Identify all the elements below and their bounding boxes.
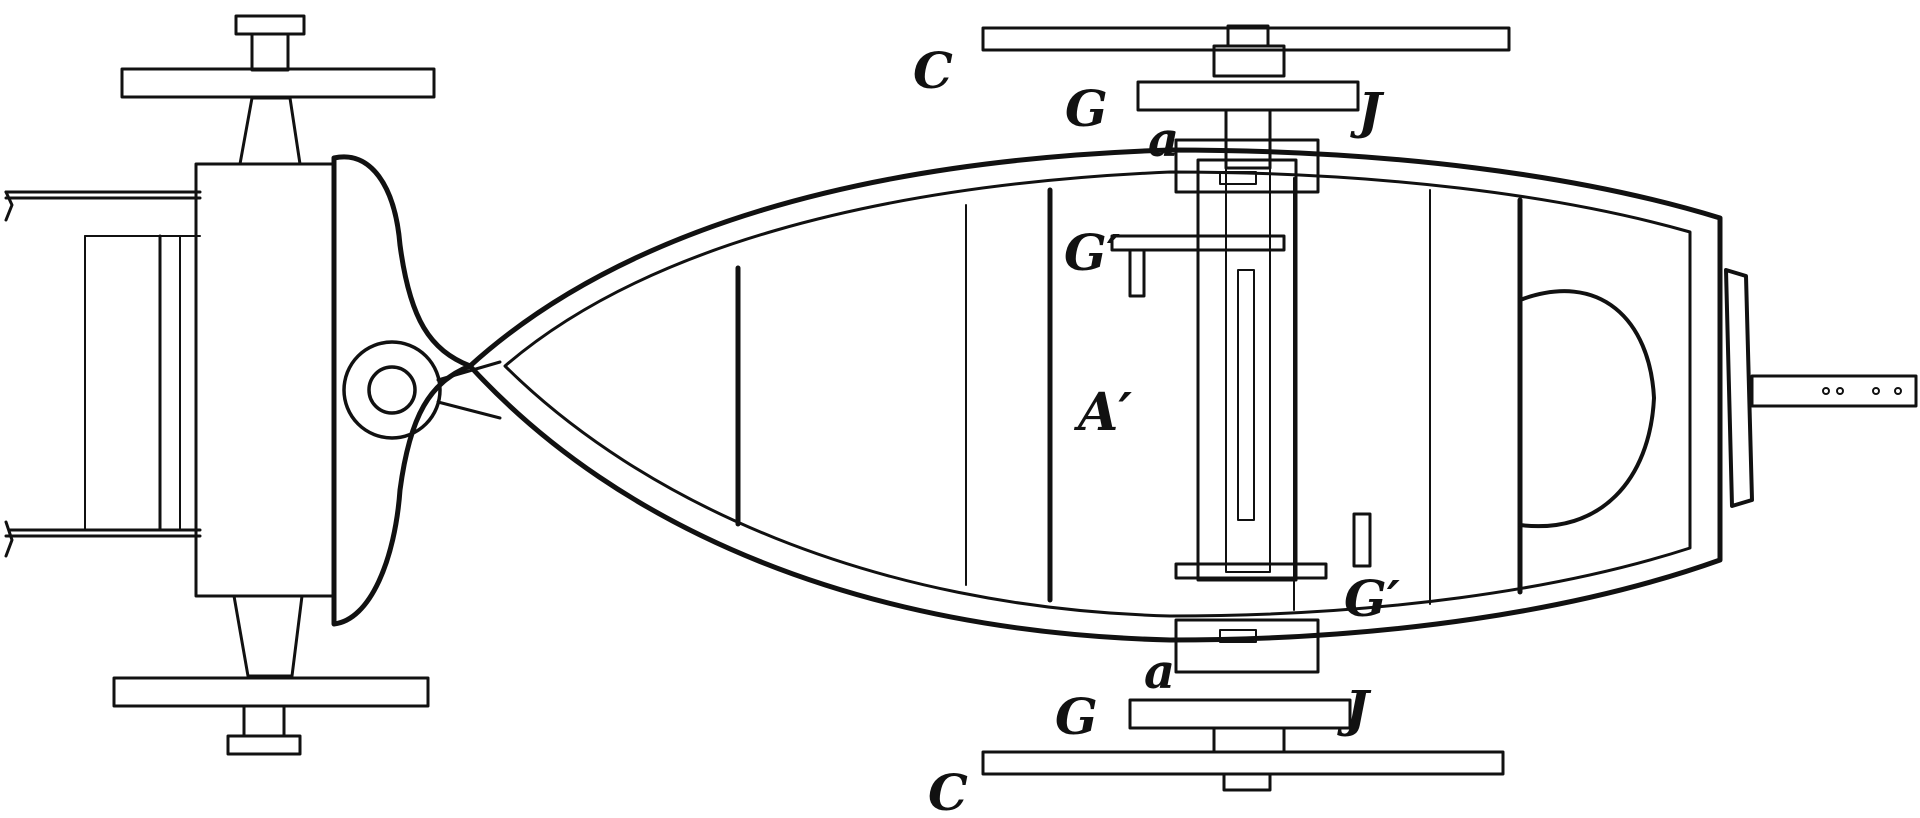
label-g-top: G [1065,79,1108,138]
front-wheel-top [120,14,436,166]
main-body [467,147,1723,643]
front-wheel-bottom [112,594,430,756]
front-axle-block [194,154,502,627]
left-frame [4,190,202,558]
label-a-bottom: a [1144,644,1175,700]
label-a-top: a [1148,112,1179,168]
label-g-prime-top: G′ [1064,223,1120,282]
label-c-top: C [913,41,953,100]
label-g-prime-bottom: G′ [1344,569,1400,628]
rear-wheel-top [981,26,1511,298]
rear-wheel-bottom [981,512,1505,792]
label-g-bottom: G [1055,687,1098,746]
label-c-bottom: C [928,763,968,818]
rear-coupling [1724,268,1918,508]
label-a-prime: A′ [1073,382,1132,443]
